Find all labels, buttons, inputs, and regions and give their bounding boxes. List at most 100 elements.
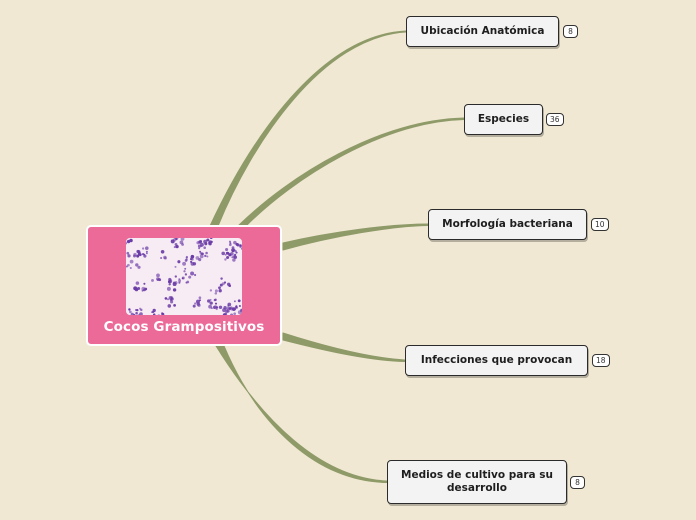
coccus-dot xyxy=(185,255,188,258)
coccus-dot xyxy=(208,240,212,243)
central-topic-title: Cocos Grampositivos xyxy=(103,319,265,335)
topic-especies-count-badge[interactable]: 36 xyxy=(546,113,564,126)
coccus-dot xyxy=(152,310,155,313)
bacteria-micrograph-image xyxy=(126,238,242,315)
topic-label: Morfología bacteriana xyxy=(442,218,573,230)
topic-especies[interactable]: Especies xyxy=(464,104,543,135)
coccus-dot xyxy=(133,252,137,257)
coccus-dot xyxy=(129,259,134,264)
coccus-dot xyxy=(178,279,182,283)
topic-label: Infecciones que provocan xyxy=(420,354,573,366)
coccus-dot xyxy=(209,301,213,305)
coccus-dot xyxy=(199,299,201,302)
central-topic-node[interactable]: Cocos Grampositivos xyxy=(86,225,282,346)
coccus-dot xyxy=(230,313,234,315)
coccus-dot xyxy=(174,265,177,268)
coccus-dot xyxy=(129,310,132,314)
coccus-dot xyxy=(199,254,204,259)
coccus-dot xyxy=(208,304,212,309)
coccus-dot xyxy=(226,255,230,260)
topic-morfologia-count-badge[interactable]: 10 xyxy=(591,218,609,231)
topic-infecciones-count-badge[interactable]: 18 xyxy=(592,354,610,367)
coccus-dot xyxy=(135,281,140,285)
coccus-dot xyxy=(183,270,186,273)
coccus-dot xyxy=(160,256,163,260)
coccus-dot xyxy=(163,255,167,260)
coccus-dot xyxy=(209,289,213,292)
badge-count: 8 xyxy=(575,478,580,487)
badge-count: 10 xyxy=(595,220,605,229)
coccus-dot xyxy=(139,312,143,315)
coccus-dot xyxy=(224,312,228,315)
topic-medios-de-cultivo[interactable]: Medios de cultivo para su desarrollo xyxy=(387,460,567,504)
coccus-dot xyxy=(207,241,212,246)
badge-count: 8 xyxy=(568,27,573,36)
coccus-dot xyxy=(184,273,188,276)
coccus-dot xyxy=(207,299,211,303)
coccus-dot xyxy=(142,253,145,256)
coccus-dot xyxy=(145,246,149,250)
topic-ubicacion-count-badge[interactable]: 8 xyxy=(563,25,578,38)
coccus-dot xyxy=(209,238,213,239)
coccus-dot xyxy=(228,284,232,288)
coccus-dot xyxy=(233,300,236,303)
coccus-dot xyxy=(152,313,156,315)
coccus-dot xyxy=(224,253,227,256)
coccus-dot xyxy=(206,238,210,242)
topic-ubicacion-anatomica[interactable]: Ubicación Anatómica xyxy=(406,16,559,47)
coccus-dot xyxy=(178,278,181,281)
coccus-dot xyxy=(209,298,212,301)
coccus-dot xyxy=(168,283,171,286)
connector-infecciones xyxy=(282,332,406,362)
coccus-dot xyxy=(198,247,201,250)
coccus-dot xyxy=(173,246,176,249)
coccus-dot xyxy=(190,257,193,260)
coccus-dot xyxy=(218,286,221,290)
coccus-dot xyxy=(221,251,226,256)
coccus-dot xyxy=(174,242,178,246)
coccus-dot xyxy=(238,304,241,308)
topic-medios-count-badge[interactable]: 8 xyxy=(570,476,585,489)
coccus-dot xyxy=(135,311,138,315)
coccus-dot xyxy=(160,250,165,254)
coccus-dot xyxy=(173,304,176,307)
coccus-dot xyxy=(145,250,148,253)
coccus-dot xyxy=(141,289,144,292)
topic-morfologia-bacteriana[interactable]: Morfología bacteriana xyxy=(428,209,587,240)
coccus-dot xyxy=(204,254,207,258)
coccus-dot xyxy=(172,288,177,292)
coccus-dot xyxy=(164,297,168,300)
coccus-dot xyxy=(188,275,192,279)
connector-medios xyxy=(215,345,388,483)
coccus-dot xyxy=(127,254,131,258)
coccus-dot xyxy=(180,238,185,241)
topic-label: Medios de cultivo para su desarrollo xyxy=(401,469,553,494)
coccus-dot xyxy=(184,267,187,270)
coccus-dot xyxy=(179,240,184,245)
coccus-dot xyxy=(197,303,201,307)
coccus-dot xyxy=(185,258,188,261)
coccus-dot xyxy=(141,247,145,250)
coccus-dot xyxy=(225,251,228,254)
coccus-dot xyxy=(197,244,202,248)
coccus-dot xyxy=(178,281,181,284)
coccus-dot xyxy=(190,260,193,263)
coccus-dot xyxy=(213,298,217,302)
coccus-dot xyxy=(126,241,127,245)
coccus-dot xyxy=(233,255,238,259)
coccus-dot xyxy=(157,314,160,315)
coccus-dot xyxy=(129,238,133,243)
coccus-dot xyxy=(190,271,195,276)
coccus-dot xyxy=(235,251,238,254)
coccus-dot xyxy=(240,247,242,250)
coccus-dot xyxy=(232,258,236,262)
coccus-dot xyxy=(237,299,241,303)
coccus-dot xyxy=(235,305,238,308)
coccus-dot xyxy=(167,304,172,308)
coccus-dot xyxy=(128,308,131,311)
coccus-dot xyxy=(136,308,139,312)
coccus-dot xyxy=(126,251,130,255)
topic-infecciones-que-provocan[interactable]: Infecciones que provocan xyxy=(405,345,588,376)
coccus-dot xyxy=(182,261,187,266)
coccus-dot xyxy=(199,240,203,243)
